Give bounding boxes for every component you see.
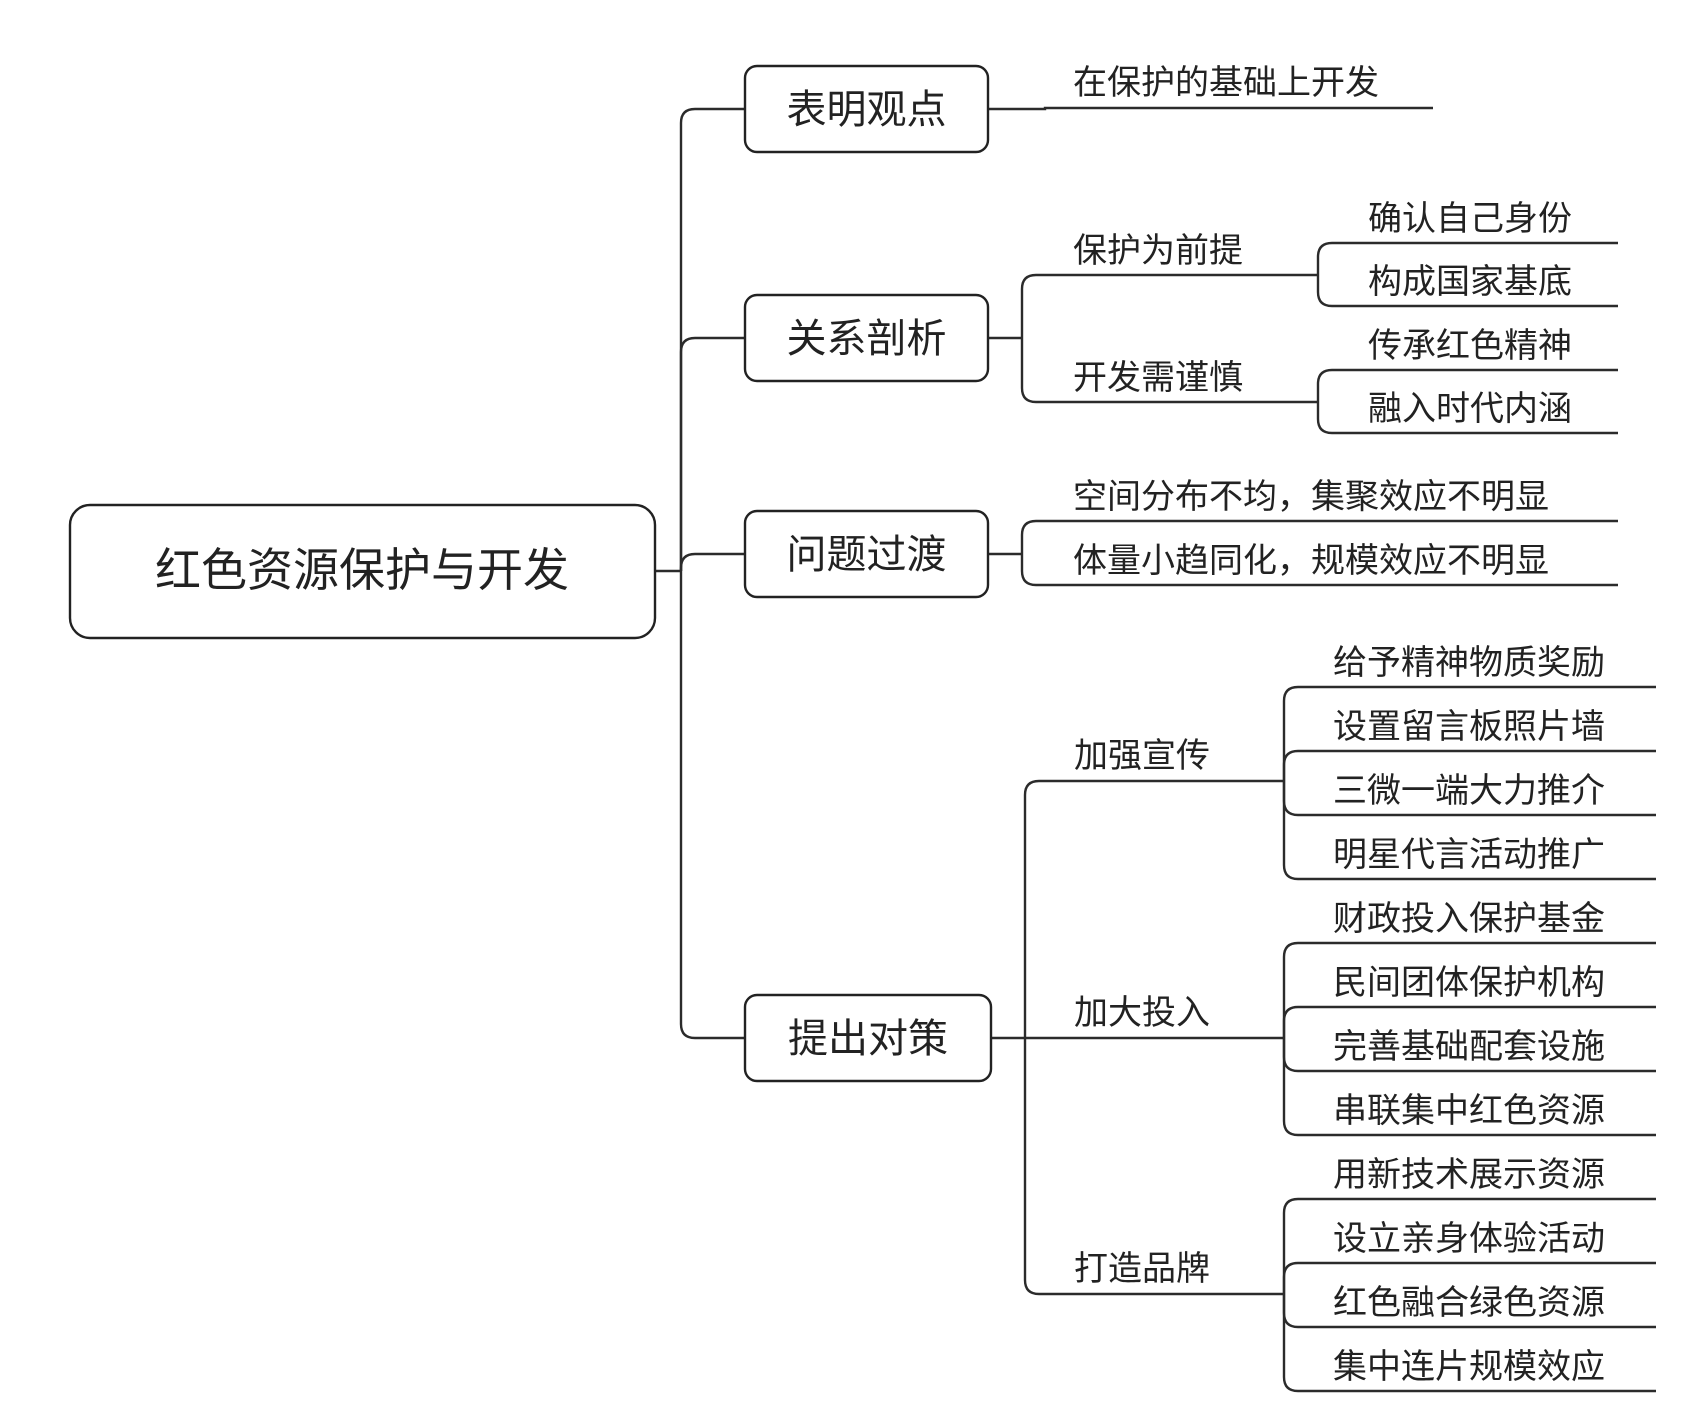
leaf-label: 串联集中红色资源 [1333, 1091, 1605, 1131]
root-node-label: 红色资源保护与开发 [155, 543, 569, 597]
branch-connector-0 [679, 107, 745, 571]
connector-b3-sub0-leaf3 [1282, 781, 1656, 881]
sub-label: 加大投入 [1074, 993, 1210, 1033]
leaf-label: 明星代言活动推广 [1333, 835, 1605, 875]
connector-b1-sub1-leaf1 [1316, 402, 1618, 435]
connector-b3-sub2 [1023, 1038, 1284, 1296]
connector-b3-sub0-leaf0 [1282, 685, 1656, 781]
sub-label: 加强宣传 [1074, 736, 1210, 776]
branch-label-3: 提出对策 [788, 1016, 948, 1062]
leaf-label: 空间分布不均，集聚效应不明显 [1073, 477, 1549, 517]
leaf-label: 集中连片规模效应 [1333, 1347, 1605, 1387]
connector-b3-sub1-leaf3 [1282, 1038, 1656, 1137]
branch-node-0 [743, 64, 990, 154]
leaf-label: 体量小趋同化，规模效应不明显 [1073, 541, 1549, 581]
leaf-label: 财政投入保护基金 [1333, 899, 1605, 939]
branch-connector-3 [679, 571, 745, 1040]
leaf-label: 红色融合绿色资源 [1333, 1283, 1605, 1323]
connector-b3-sub1-leaf0 [1282, 941, 1656, 1038]
branch-label-2: 问题过渡 [787, 532, 947, 578]
branch-label-0: 表明观点 [787, 87, 947, 133]
branch-node-3 [743, 993, 993, 1083]
leaf-label: 确认自己身份 [1368, 199, 1572, 239]
leaf-label: 设置留言板照片墙 [1333, 707, 1605, 747]
connector-b1-sub0-leaf0 [1316, 241, 1618, 275]
connector-b3-sub1-leaf1 [1282, 1005, 1656, 1038]
sub-label: 开发需谨慎 [1073, 358, 1243, 398]
leaf-label: 用新技术展示资源 [1333, 1155, 1605, 1195]
connector-b1-sub1-leaf0 [1316, 368, 1618, 402]
leaf-label: 融入时代内涵 [1368, 389, 1572, 429]
branch-connector-2 [679, 552, 745, 571]
leaf-label: 三微一端大力推介 [1333, 771, 1605, 811]
leaf-label: 给予精神物质奖励 [1333, 643, 1605, 683]
branch-node-1 [743, 293, 990, 383]
connector-b1-sub1 [1020, 338, 1318, 404]
connector-b2-leaf1 [1020, 554, 1618, 587]
root-node-box [68, 503, 657, 640]
connector-b3-sub2-leaf3 [1282, 1294, 1656, 1393]
connector-b3-sub2-leaf1 [1282, 1261, 1656, 1294]
connector-b3-sub0 [1023, 779, 1284, 1038]
connector-b1-sub0-leaf1 [1316, 275, 1618, 308]
branch-label-1: 关系剖析 [787, 316, 947, 362]
connector-b3-sub0-leaf1 [1282, 749, 1656, 781]
leaf-label: 传承红色精神 [1368, 326, 1572, 366]
leaf-label: 构成国家基底 [1368, 262, 1572, 302]
leaf-label: 在保护的基础上开发 [1073, 63, 1379, 103]
connector-b2-leaf0 [1020, 519, 1618, 554]
sub-label: 打造品牌 [1074, 1249, 1210, 1289]
leaf-label: 完善基础配套设施 [1333, 1027, 1605, 1067]
connector-b0-leaf [988, 106, 1433, 111]
branch-connector-1 [679, 336, 745, 571]
connector-b1-sub0 [1020, 273, 1318, 338]
leaf-label: 民间团体保护机构 [1333, 963, 1605, 1003]
leaf-label: 设立亲身体验活动 [1333, 1219, 1605, 1259]
branch-node-2 [743, 509, 990, 599]
connector-b3-sub2-leaf0 [1282, 1197, 1656, 1294]
sub-label: 保护为前提 [1073, 231, 1243, 271]
